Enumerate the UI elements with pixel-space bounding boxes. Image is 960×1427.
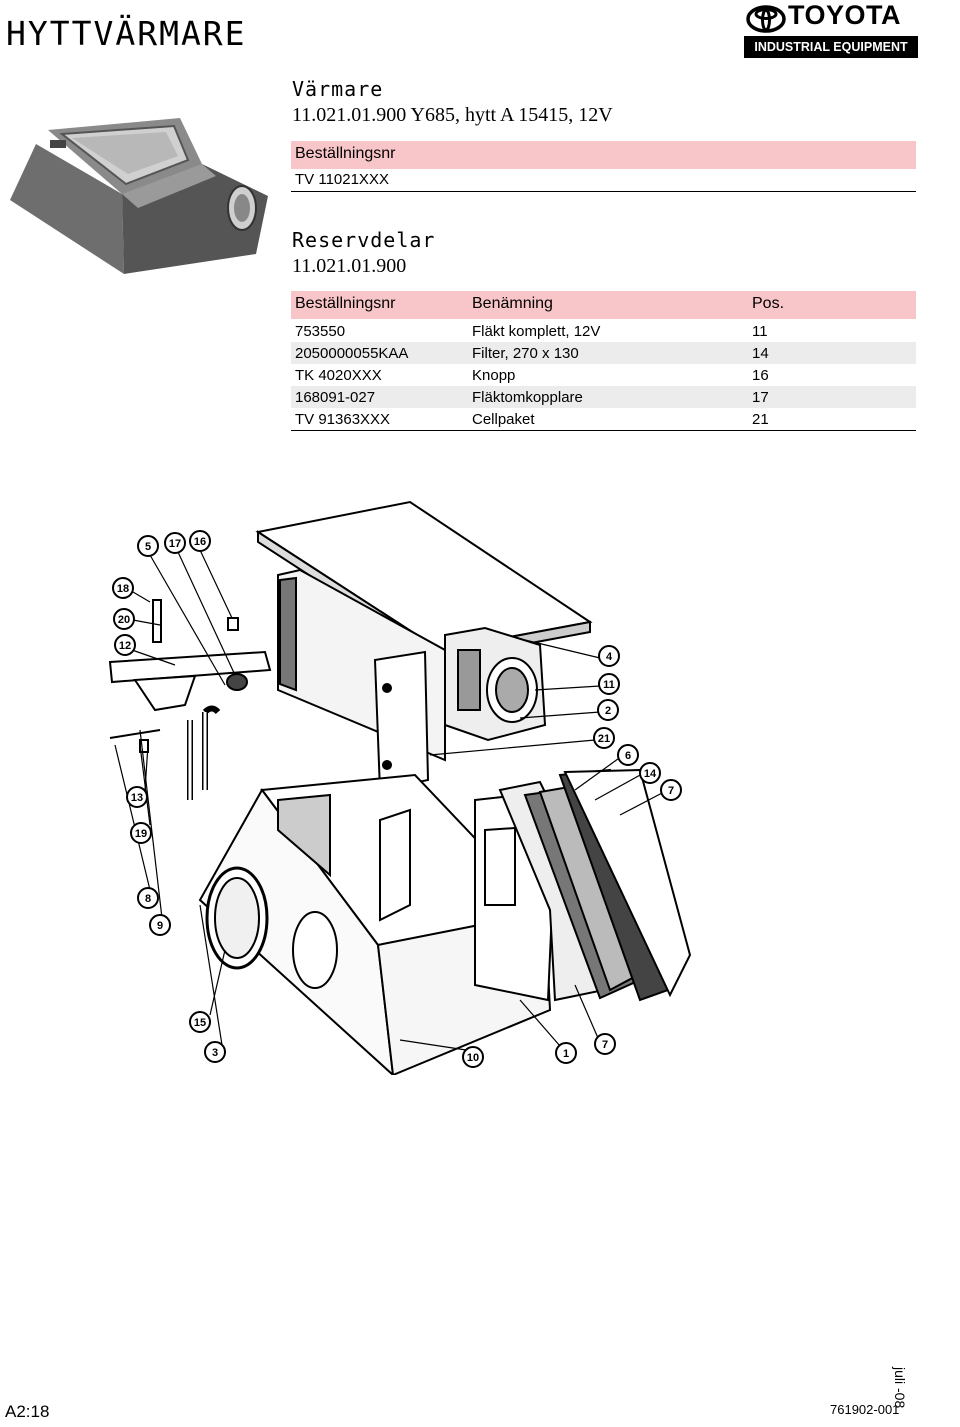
svg-text:7: 7 [668,785,674,797]
table-row: TK 4020XXX Knopp 16 [291,364,916,386]
svg-text:4: 4 [606,651,613,663]
callout-3: 3 [204,1041,226,1063]
revision-date: juli -08 [892,1367,908,1409]
callout-8: 8 [137,887,159,909]
product-heading: Värmare [292,77,384,101]
svg-text:20: 20 [118,614,130,626]
svg-text:17: 17 [169,538,181,550]
part-name: Knopp [472,366,516,384]
svg-text:6: 6 [625,750,631,762]
part-name: Filter, 270 x 130 [472,344,579,362]
part-pos: 21 [752,410,769,428]
spares-reference: 11.021.01.900 [292,255,407,277]
parts-table-header: Beställningsnr Benämning Pos. [291,291,916,319]
part-name: Cellpaket [472,410,535,428]
column-header: Pos. [752,295,785,312]
heater-photo [10,118,268,274]
divider [291,430,916,431]
table-row: TV 91363XXX Cellpaket 21 [291,408,916,430]
part-pos: 16 [752,366,769,384]
svg-text:12: 12 [119,640,131,652]
part-pos: 17 [752,388,769,406]
callout-7b: 7 [594,1033,616,1055]
callout-13: 13 [126,786,148,808]
callout-16: 16 [189,530,211,552]
svg-text:19: 19 [135,828,147,840]
part-number: 168091-027 [295,388,376,406]
svg-text:7: 7 [602,1039,608,1051]
callout-9: 9 [149,914,171,936]
callout-5: 5 [137,535,159,557]
part-number: TV 91363XXX [295,410,391,428]
svg-text:16: 16 [194,536,206,548]
svg-text:2: 2 [605,705,611,717]
callout-11: 11 [598,673,620,695]
part-number: 2050000055KAA [295,344,409,362]
part-name: Fläktomkopplare [472,388,583,406]
toyota-emblem-icon [746,5,786,33]
page-number: A2:18 [5,1402,50,1421]
spares-heading: Reservdelar [292,228,436,252]
document-number: 761902-001 [830,1402,900,1417]
callout-12: 12 [114,634,136,656]
svg-text:3: 3 [212,1047,218,1059]
svg-text:21: 21 [598,733,610,745]
svg-text:1: 1 [563,1048,569,1060]
table-row: 753550 Fläkt komplett, 12V 11 [291,320,916,342]
callout-7: 7 [660,779,682,801]
callout-6: 6 [617,744,639,766]
parts-table: 753550 Fläkt komplett, 12V 11 2050000055… [291,320,916,430]
logo-band: INDUSTRIAL EQUIPMENT [744,36,918,58]
callout-15: 15 [189,1011,211,1033]
svg-text:11: 11 [603,679,615,691]
callout-4: 4 [598,645,620,667]
callout-21: 21 [593,727,615,749]
svg-text:9: 9 [157,920,163,932]
svg-text:15: 15 [194,1017,206,1029]
callout-10: 10 [462,1046,484,1068]
svg-text:13: 13 [131,792,143,804]
part-number: TK 4020XXX [295,366,382,384]
callout-18: 18 [112,577,134,599]
order-label: Beställningsnr [295,145,396,162]
svg-text:18: 18 [117,583,129,595]
toyota-logo: TOYOTA INDUSTRIAL EQUIPMENT [744,0,918,58]
svg-text:14: 14 [644,768,657,780]
part-number: 753550 [295,322,346,340]
svg-text:5: 5 [145,541,151,553]
product-order-number: TV 11021XXX [295,171,389,188]
svg-text:10: 10 [467,1052,479,1064]
callout-17: 17 [164,532,186,554]
callout-1: 1 [555,1042,577,1064]
divider [291,191,916,192]
part-pos: 11 [752,322,768,340]
logo-wordmark: TOYOTA [788,0,902,30]
callouts: 5 17 16 18 20 12 4 11 2 21 6 14 7 13 19 … [112,530,682,1068]
order-label-bar: Beställningsnr [291,141,916,169]
table-row: 168091-027 Fläktomkopplare 17 [291,386,916,408]
exploded-diagram: 5 17 16 18 20 12 4 11 2 21 6 14 7 13 19 … [108,500,692,1075]
part-pos: 14 [752,344,769,362]
column-header: Beställningsnr [295,295,396,312]
callout-19: 19 [130,822,152,844]
product-description: 11.021.01.900 Y685, hytt A 15415, 12V [292,104,613,126]
svg-text:8: 8 [145,893,151,905]
table-row: 2050000055KAA Filter, 270 x 130 14 [291,342,916,364]
callout-20: 20 [113,608,135,630]
part-name: Fläkt komplett, 12V [472,322,601,340]
callout-14: 14 [639,762,661,784]
column-header: Benämning [472,295,553,312]
callout-2: 2 [597,699,619,721]
page-title: HYTTVÄRMARE [6,14,247,53]
